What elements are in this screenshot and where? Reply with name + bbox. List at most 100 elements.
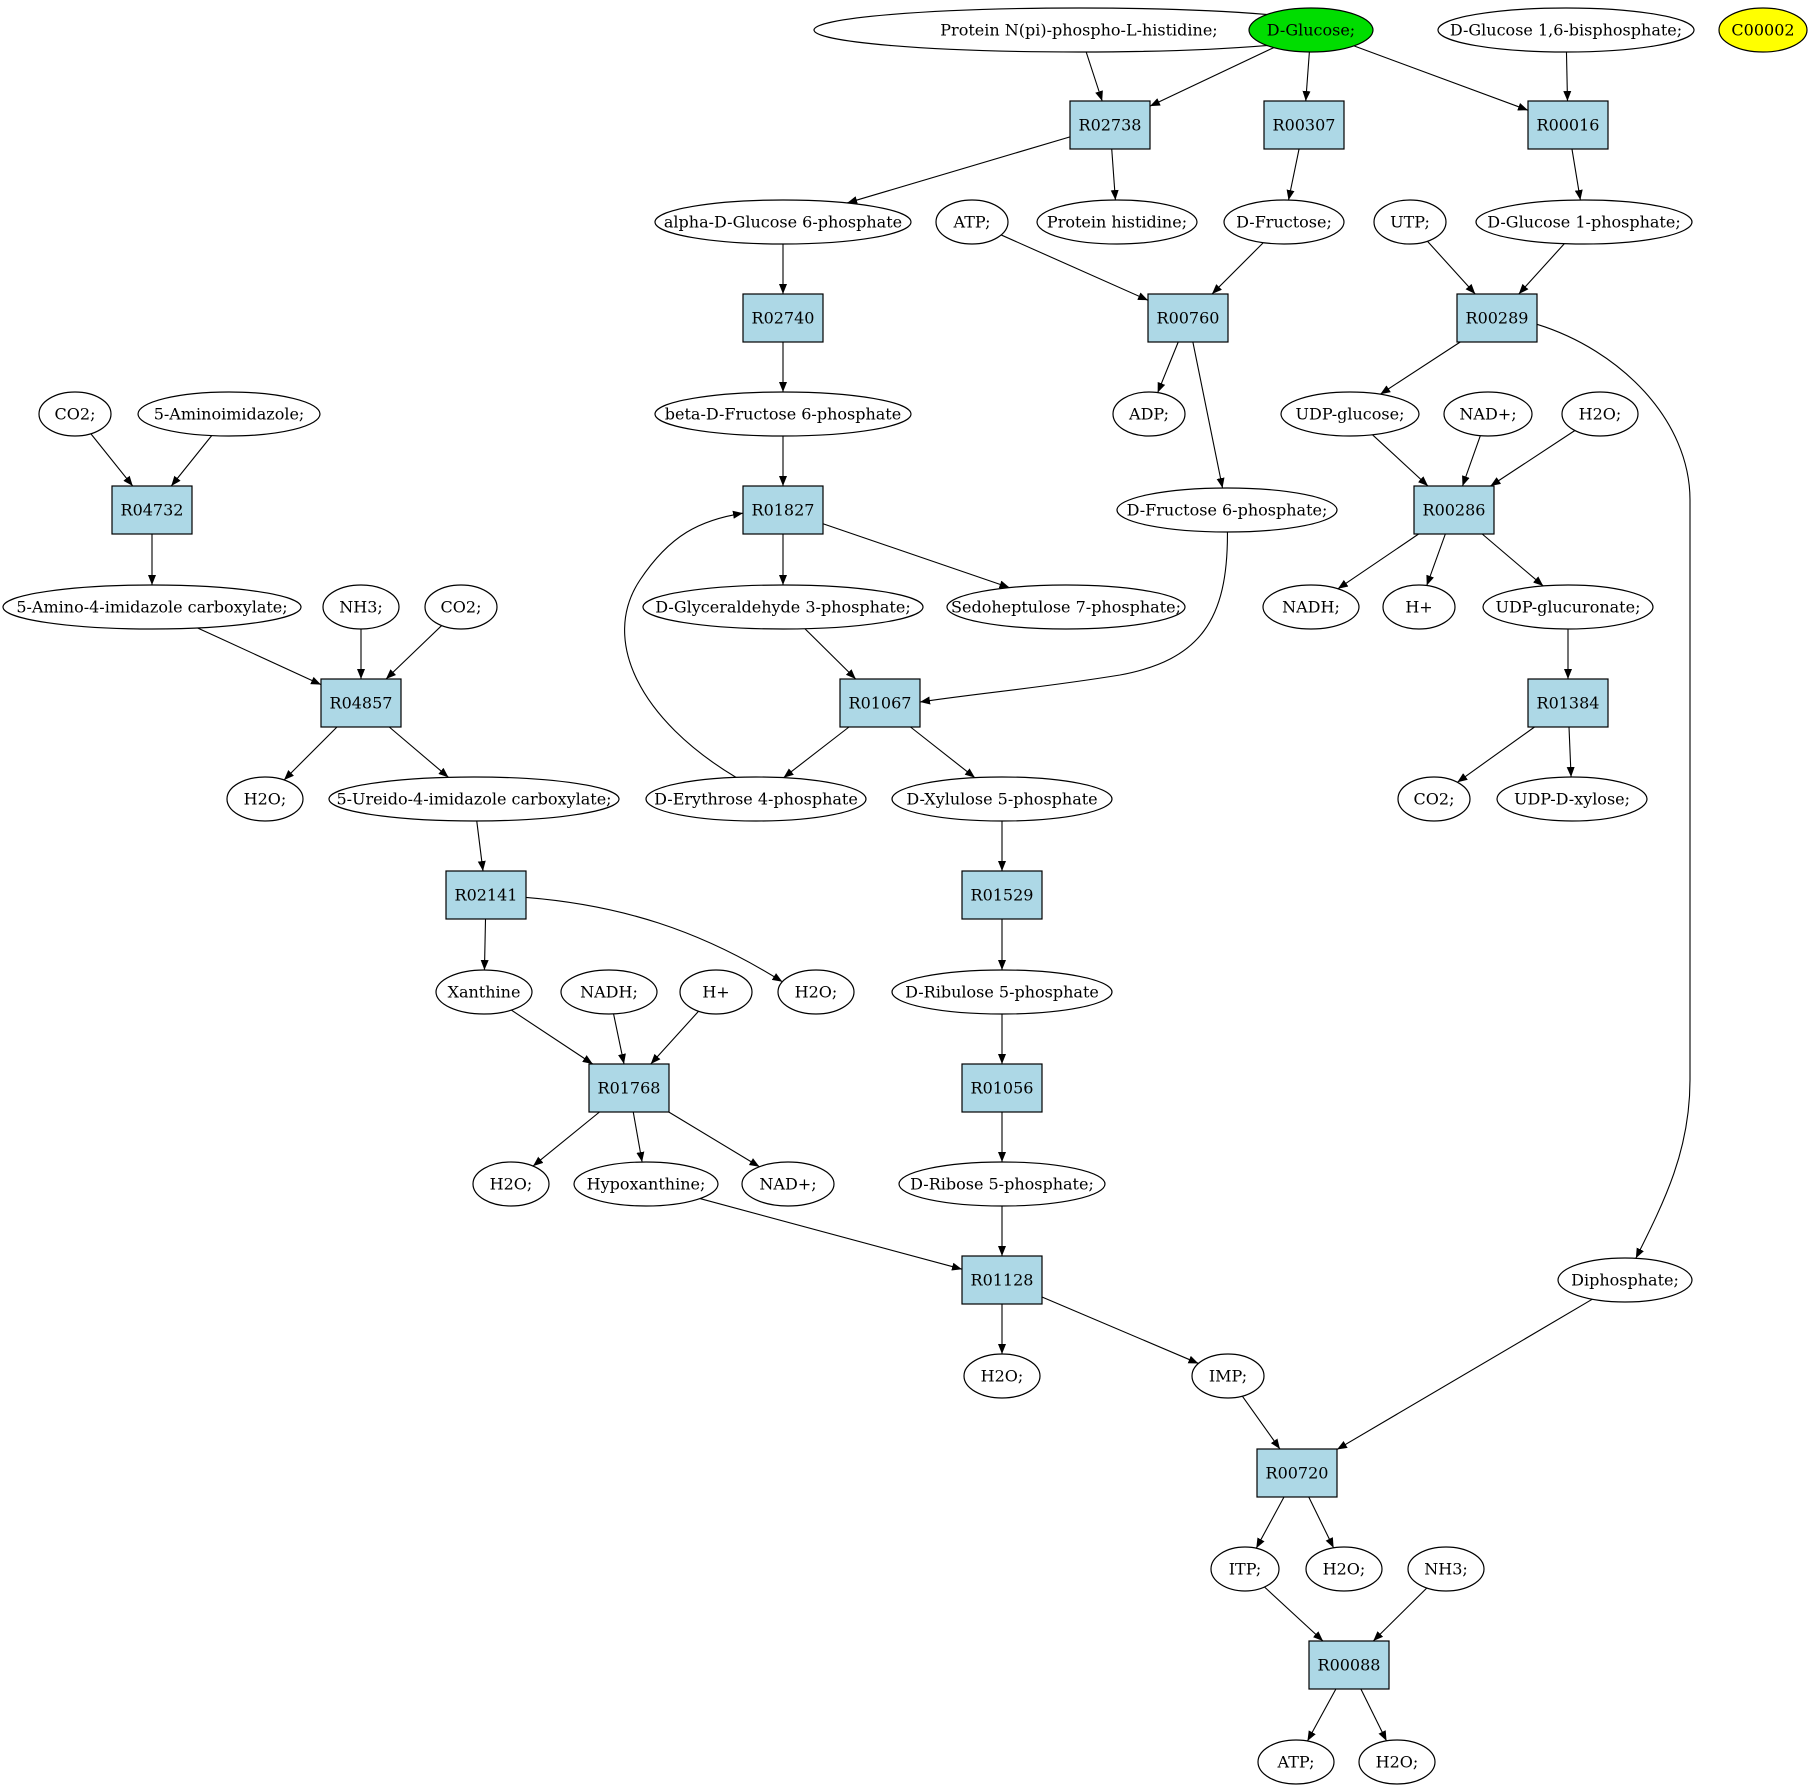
reaction-box [111,485,193,535]
compound-node-udp-glucuronate[interactable]: UDP-glucuronate; [1482,584,1654,630]
compound-node-h[interactable]: H+ [1382,584,1456,630]
compound-node-protein-n-pi-phospho-l-histidine[interactable]: Protein N(pi)-phospho-L-histidine; [813,7,1345,53]
compound-node-hypoxanthine[interactable]: Hypoxanthine; [573,1161,719,1207]
reaction-node-r00760[interactable]: R00760 [1147,293,1229,343]
compound-node-d-erythrose-4-phosphate[interactable]: D-Erythrose 4-phosphate [645,776,867,822]
compound-node-co2[interactable]: CO2; [38,391,112,437]
reaction-node-r00289[interactable]: R00289 [1456,293,1538,343]
reaction-node-r00307[interactable]: R00307 [1263,100,1345,150]
node-label: NH3; [339,598,383,617]
edge-line [1211,242,1264,295]
compound-ellipse [1407,1546,1485,1592]
compound-node-h2o[interactable]: H2O; [1305,1546,1383,1592]
compound-node-protein-histidine[interactable]: Protein histidine; [1036,199,1198,245]
compound-node-utp[interactable]: UTP; [1373,199,1447,245]
reaction-node-r01067[interactable]: R01067 [839,678,921,728]
compound-node-h2o[interactable]: H2O; [963,1353,1041,1399]
edge-line [1110,148,1119,201]
compound-node-5-aminoimidazole[interactable]: 5-Aminoimidazole; [137,391,321,437]
node-label: H+ [1405,598,1432,617]
compound-node-nad[interactable]: NAD+; [741,1161,835,1207]
node-label: R04857 [330,694,393,713]
compound-node-d-fructose-6-phosphate[interactable]: D-Fructose 6-phosphate; [1116,487,1338,533]
compound-node-atp[interactable]: ATP; [1257,1739,1335,1785]
reaction-node-r01529[interactable]: R01529 [961,870,1043,920]
compound-node-diphosphate[interactable]: Diphosphate; [1557,1257,1693,1303]
compound-ellipse [1397,776,1471,822]
compound-node-adp[interactable]: ADP; [1112,391,1186,437]
reaction-node-r00720[interactable]: R00720 [1256,1448,1338,1498]
node-label: 5-Aminoimidazole; [154,405,305,424]
node-label: R01827 [752,501,815,520]
compound-node-d-fructose[interactable]: D-Fructose; [1223,199,1345,245]
edge-n2-to-r2 [1302,51,1311,102]
reaction-node-r02738[interactable]: R02738 [1069,100,1151,150]
compound-node-nad[interactable]: NAD+; [1443,391,1533,437]
compound-node-h[interactable]: H+ [679,969,753,1015]
edge-line [476,820,486,872]
compound-node-nh3[interactable]: NH3; [1407,1546,1485,1592]
edge-layer [90,45,1691,1742]
compound-node-beta-d-fructose-6-phosphate[interactable]: beta-D-Fructose 6-phosphate [654,391,912,437]
edge-n12-to-r7 [170,435,213,487]
compound-node-h2o[interactable]: H2O; [777,969,855,1015]
compound-node-5-amino-4-imidazole-carboxylate[interactable]: 5-Amino-4-imidazole carboxylate; [2,584,302,630]
compound-ellipse [679,969,753,1015]
reaction-node-r04857[interactable]: R04857 [320,678,402,728]
node-label: ADP; [1128,405,1169,424]
reaction-node-r00286[interactable]: R00286 [1413,485,1495,535]
compound-ellipse [1482,584,1654,630]
reaction-node-r02740[interactable]: R02740 [742,293,824,343]
compound-node-nadh[interactable]: NADH; [1262,584,1360,630]
compound-node-h2o[interactable]: H2O; [226,776,304,822]
compound-node-xanthine[interactable]: Xanthine [435,969,533,1015]
compound-node-d-xylulose-5-phosphate[interactable]: D-Xylulose 5-phosphate [891,776,1113,822]
edge-n11-to-r7 [90,433,134,487]
compound-node-d-glucose-1-6-bisphosphate[interactable]: D-Glucose 1,6-bisphosphate; [1437,7,1695,53]
compound-node-alpha-d-glucose-6-phosphate[interactable]: alpha-D-Glucose 6-phosphate [654,199,912,245]
edge-n1-to-r1 [1085,51,1103,102]
edge-n6-to-r5 [1000,234,1149,301]
reaction-node-r01384[interactable]: R01384 [1527,678,1609,728]
compound-node-co2[interactable]: CO2; [424,584,498,630]
compound-node-sedoheptulose-7-phosphate[interactable]: Sedoheptulose 7-phosphate; [946,584,1186,630]
reaction-box [1456,293,1538,343]
compound-node-d-ribose-5-phosphate[interactable]: D-Ribose 5-phosphate; [898,1161,1106,1207]
reaction-node-r01128[interactable]: R01128 [961,1255,1043,1305]
compound-node-5-ureido-4-imidazole-carboxylate[interactable]: 5-Ureido-4-imidazole carboxylate; [328,776,620,822]
reaction-node-r01827[interactable]: R01827 [742,485,824,535]
compound-node-udp-glucose[interactable]: UDP-glucose; [1280,391,1420,437]
compound-node-d-glucose[interactable]: D-Glucose; [1248,7,1374,53]
compound-node-c00002[interactable]: C00002 [1718,7,1808,53]
compound-node-d-glyceraldehyde-3-phosphate[interactable]: D-Glyceraldehyde 3-phosphate; [642,584,924,630]
compound-node-nadh[interactable]: NADH; [560,969,658,1015]
edge-line [170,435,213,487]
edge-line [1000,234,1149,301]
compound-node-h2o[interactable]: H2O; [1561,391,1639,437]
edge-n33-to-r15 [511,1009,594,1065]
reaction-node-r04732[interactable]: R04732 [111,485,193,535]
edge-line [1085,51,1103,102]
compound-node-d-glucose-1-phosphate[interactable]: D-Glucose 1-phosphate; [1475,199,1693,245]
compound-ellipse [322,584,400,630]
compound-ellipse [1443,391,1533,437]
edge-n19-to-r10 [197,627,322,686]
compound-node-itp[interactable]: ITP; [1210,1546,1280,1592]
reaction-node-r01056[interactable]: R01056 [961,1063,1043,1113]
compound-node-d-ribulose-5-phosphate[interactable]: D-Ribulose 5-phosphate [891,969,1113,1015]
reaction-node-r02141[interactable]: R02141 [445,870,527,920]
compound-node-nh3[interactable]: NH3; [322,584,400,630]
reaction-node-r00016[interactable]: R00016 [1527,100,1609,150]
compound-node-udp-d-xylose[interactable]: UDP-D-xylose; [1496,776,1648,822]
compound-node-h2o[interactable]: H2O; [472,1161,550,1207]
compound-ellipse [777,969,855,1015]
reaction-node-r01768[interactable]: R01768 [588,1063,670,1113]
compound-node-co2[interactable]: CO2; [1397,776,1471,822]
node-label: H2O; [490,1175,533,1194]
compound-node-atp[interactable]: ATP; [935,199,1009,245]
compound-ellipse [2,584,302,630]
compound-node-imp[interactable]: IMP; [1191,1353,1265,1399]
reaction-node-r00088[interactable]: R00088 [1308,1640,1390,1690]
compound-node-h2o[interactable]: H2O; [1358,1739,1436,1785]
